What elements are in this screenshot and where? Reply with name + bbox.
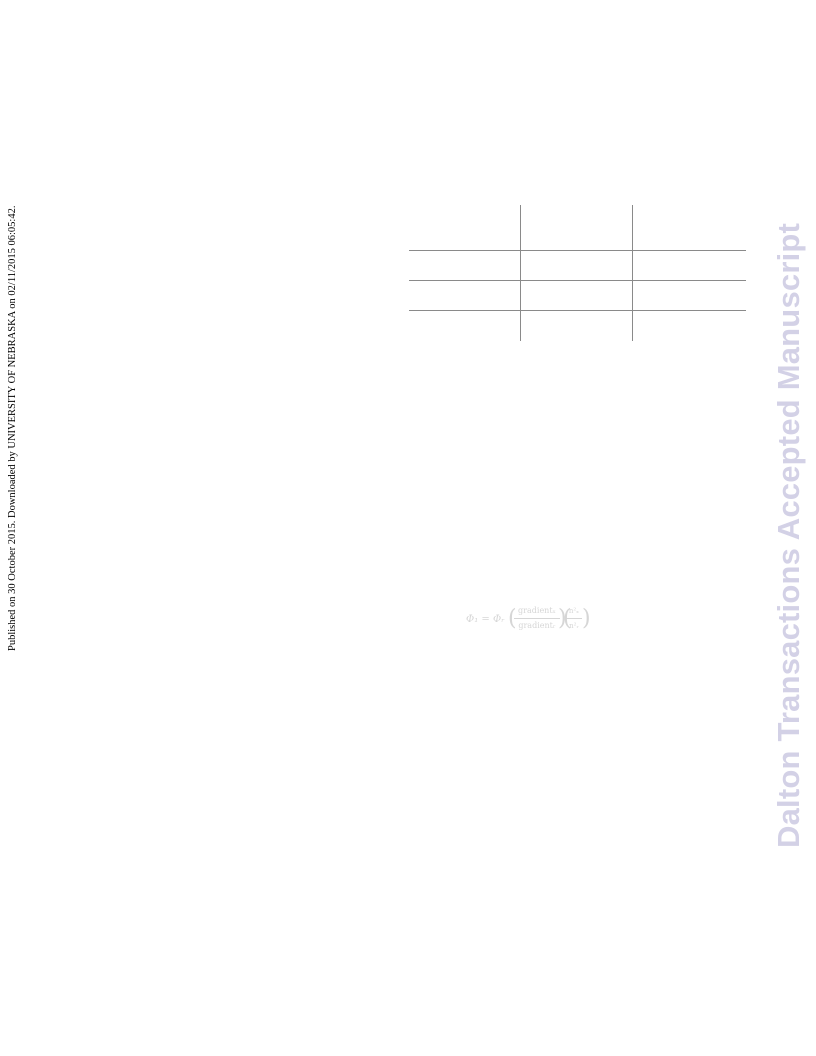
- table-row-divider: [409, 250, 746, 251]
- right-paren: ): [558, 606, 567, 631]
- equation-lhs: Φ₁ = Φᵣ: [466, 614, 505, 625]
- quantum-yield-equation: Φ₁ = Φᵣ ( gradientₓ gradientᵣ ) ( n²ₓ n²…: [466, 606, 592, 634]
- table-column-divider: [520, 205, 521, 341]
- index-denominator: n²ᵣ: [569, 622, 579, 630]
- empty-table-grid: [409, 205, 746, 341]
- gradient-fraction: gradientₓ gradientᵣ: [514, 606, 560, 631]
- fraction-bar: [566, 618, 582, 619]
- right-paren: ): [582, 606, 591, 631]
- gradient-denominator: gradientᵣ: [518, 621, 556, 630]
- table-row-divider: [409, 280, 746, 281]
- table-column-divider: [632, 205, 633, 341]
- gradient-numerator: gradientₓ: [518, 606, 556, 615]
- fraction-bar: [514, 618, 560, 619]
- table-row-divider: [409, 310, 746, 311]
- refractive-index-fraction: n²ₓ n²ᵣ: [566, 606, 582, 631]
- index-numerator: n²ₓ: [568, 607, 580, 615]
- left-paren: (: [508, 606, 517, 631]
- journal-watermark: Dalton Transactions Accepted Manuscript: [771, 222, 806, 848]
- publication-note: Published on 30 October 2015. Downloaded…: [7, 205, 18, 651]
